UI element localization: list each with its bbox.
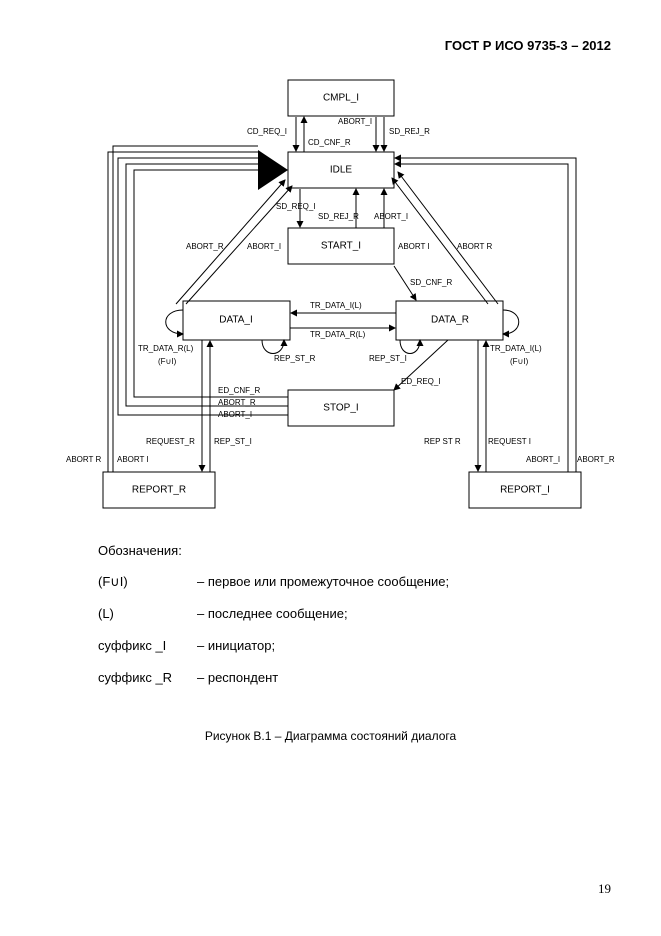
dialogue-state-diagram: CMPL_I IDLE START_I DATA_I DATA_R STOP_I… — [66, 79, 615, 509]
state-data-r-box — [395, 300, 504, 341]
arrow-abort-r-far-right — [394, 154, 577, 472]
label-sd-cnf-r: SD_CNF_R — [410, 278, 452, 287]
state-report-r: REPORT_R — [132, 485, 186, 496]
label-rep-st-i-left: REP_ST_I — [214, 437, 252, 446]
label-abort-r-stop: ABORT_R — [218, 398, 256, 407]
legend-term: суффикс _I — [98, 638, 167, 653]
label-request-i: REQUEST I — [488, 437, 531, 446]
state-data-i: DATA_I — [219, 315, 253, 326]
arrow-abort-r-right — [397, 171, 499, 305]
label-f-u-i-left: (F∪I) — [158, 357, 177, 366]
label-abort-i-top: ABORT_I — [338, 117, 372, 126]
loop-data-r-right — [502, 309, 520, 338]
legend-term: суффикс _R — [98, 670, 173, 685]
state-idle: IDLE — [330, 165, 353, 176]
arrow-sd-cnf-r — [393, 265, 417, 301]
page-number: 19 — [598, 881, 611, 896]
legend-definition: – первое или промежуточное сообщение; — [197, 574, 450, 589]
label-rep-st-r: REP_ST_R — [274, 354, 316, 363]
loop-data-r-bottom — [399, 339, 424, 354]
label-abort-i-right: ABORT I — [398, 242, 430, 251]
state-cmpl-i-box — [287, 79, 395, 117]
label-tr-data-i-l: TR_DATA_I(L) — [310, 301, 362, 310]
label-sd-rej-r: SD_REJ_R — [318, 212, 359, 221]
state-cmpl-i: CMPL_I — [323, 93, 359, 104]
label-ed-cnf-r: ED_CNF_R — [218, 386, 260, 395]
legend-term: (L) — [98, 606, 114, 621]
label-abort-i-far-left: ABORT I — [117, 455, 149, 464]
arrow-abort-r-stop — [125, 163, 288, 407]
label-abort-i-stop: ABORT_I — [218, 410, 252, 419]
label-ed-req-i: ED_REQ_I — [401, 377, 441, 386]
label-cd-req-i: CD_REQ_I — [247, 127, 287, 136]
state-start-i-box — [287, 227, 395, 265]
label-abort-r-left: ABORT_R — [186, 242, 224, 251]
arrow-abort-i-stop — [117, 157, 288, 416]
label-rep-st-i-mid: REP_ST_I — [369, 354, 407, 363]
arrow-abort-r-far-left — [107, 151, 258, 472]
legend-definition: – респондент — [197, 670, 279, 685]
arrow-abort-i-far-left — [112, 145, 258, 472]
state-stop-i-box — [287, 389, 395, 427]
arrow-ed-req-i — [393, 339, 449, 391]
label-request-r: REQUEST_R — [146, 437, 195, 446]
state-stop-i: STOP_I — [323, 403, 358, 414]
arrow-abort-i-far-right — [394, 160, 569, 472]
loop-data-i-left — [165, 309, 184, 338]
label-abort-i-left: ABORT_I — [247, 242, 281, 251]
label-rep-st-r-right: REP ST R — [424, 437, 461, 446]
arrow-abort-r-left — [175, 179, 286, 305]
legend-definition: – инициатор; — [197, 638, 276, 653]
label-tr-data-i-l-right: TR_DATA_I(L) — [490, 344, 542, 353]
label-tr-data-r-l: TR_DATA_R(L) — [310, 330, 366, 339]
label-abort-r-right: ABORT R — [457, 242, 492, 251]
merge-arrowhead — [258, 150, 288, 190]
document-header: ГОСТ Р ИСО 9735-3 – 2012 — [444, 38, 611, 53]
label-abort-i-far-right: ABORT_I — [526, 455, 560, 464]
label-cd-cnf-r: CD_CNF_R — [308, 138, 351, 147]
state-data-i-box — [182, 300, 291, 341]
label-sd-req-i: SD_REQ_I — [276, 202, 316, 211]
label-abort-r-far-left: ABORT R — [66, 455, 101, 464]
figure-caption: Рисунок В.1 – Диаграмма состояний диалог… — [204, 729, 457, 743]
state-report-r-box — [102, 471, 216, 509]
label-abort-i-mid: ABORT_I — [374, 212, 408, 221]
label-f-u-i-right: (F∪I) — [510, 357, 529, 366]
state-report-i-box — [468, 471, 582, 509]
legend-definition: – последнее сообщение; — [197, 606, 348, 621]
legend-term: (F∪I) — [98, 574, 128, 589]
label-sd-rej-r-top: SD_REJ_R — [389, 127, 430, 136]
label-abort-r-far-right: ABORT_R — [577, 455, 615, 464]
arrow-abort-i-left — [185, 185, 293, 305]
arrow-ed-cnf-r — [133, 169, 288, 398]
state-data-r: DATA_R — [431, 315, 469, 326]
state-start-i: START_I — [321, 241, 361, 252]
legend-title: Обозначения: — [98, 543, 182, 558]
label-tr-data-r-l-left: TR_DATA_R(L) — [138, 344, 194, 353]
state-report-i: REPORT_I — [500, 485, 550, 496]
loop-data-i-bottom — [261, 339, 288, 354]
arrow-abort-i-right — [391, 177, 489, 305]
